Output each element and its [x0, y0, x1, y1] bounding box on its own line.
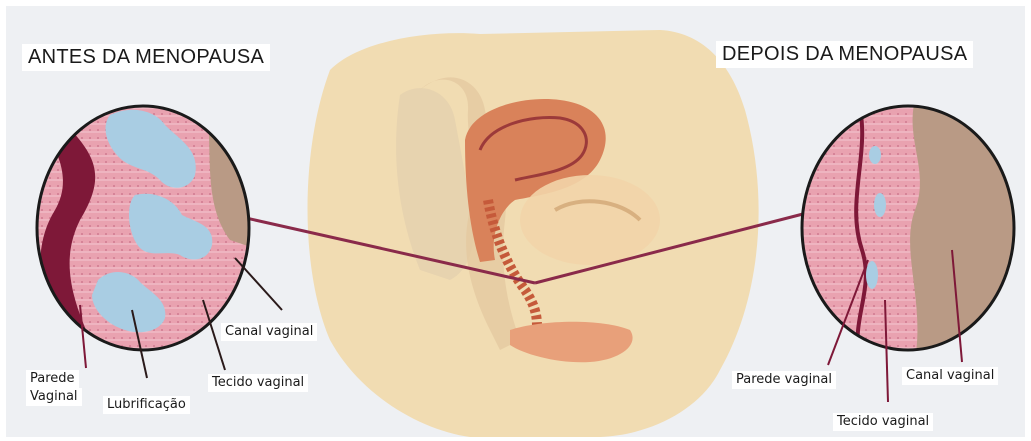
title-before: ANTES DA MENOPAUSA	[22, 44, 270, 71]
label-tecido-after: Tecido vaginal	[833, 413, 933, 431]
label-canal-after: Canal vaginal	[902, 367, 998, 385]
label-lubrificacao: Lubrificação	[103, 396, 190, 414]
label-parede-before-1: Parede	[26, 370, 79, 388]
label-parede-after: Parede vaginal	[732, 371, 836, 389]
title-after: DEPOIS DA MENOPAUSA	[716, 41, 973, 68]
label-tecido-before: Tecido vaginal	[208, 374, 308, 392]
label-parede-before-2: Vaginal	[26, 388, 82, 406]
label-canal-before: Canal vaginal	[221, 323, 317, 341]
pelvic-body	[308, 30, 759, 437]
